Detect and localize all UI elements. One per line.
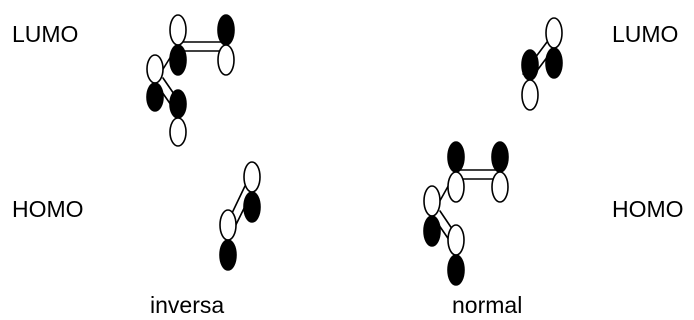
p-orbital: [217, 14, 235, 76]
orbital-lobe-empty: [217, 44, 235, 76]
caption-normal: normal: [452, 292, 522, 318]
orbital-lobe-empty: [521, 79, 539, 111]
orbital-lobe-filled: [491, 141, 509, 173]
caption-inversa: inversa: [150, 292, 224, 318]
orbital-lobe-empty: [169, 14, 187, 46]
homo-diene-right: [423, 141, 509, 286]
p-orbital: [447, 224, 465, 286]
panel-normal: LUMO HOMO normal: [423, 17, 684, 318]
orbital-lobe-filled: [521, 49, 539, 81]
panel-inversa: LUMO HOMO inversa: [12, 14, 261, 318]
orbital-lobe-filled: [146, 82, 164, 112]
orbital-lobe-filled: [169, 44, 187, 76]
orbital-lobe-filled: [169, 89, 187, 119]
homo-alkene-left: [219, 161, 261, 271]
label-lumo-right: LUMO: [612, 21, 678, 47]
p-orbital: [545, 17, 563, 79]
orbital-lobe-empty: [447, 171, 465, 203]
p-orbital: [521, 49, 539, 111]
orbital-lobe-empty: [423, 185, 441, 217]
orbital-lobe-filled: [447, 141, 465, 173]
orbital-lobe-empty: [243, 161, 261, 193]
p-orbital: [169, 14, 187, 76]
orbital-lobe-empty: [169, 117, 187, 147]
label-homo-right: HOMO: [612, 196, 684, 222]
orbital-lobe-filled: [545, 47, 563, 79]
lumo-diene-left: [146, 14, 235, 147]
orbital-lobe-empty: [146, 54, 164, 84]
p-orbital: [491, 141, 509, 203]
orbital-lobe-filled: [243, 191, 261, 223]
orbital-lobe-filled: [219, 239, 237, 271]
label-homo-left: HOMO: [12, 196, 84, 222]
p-orbital: [423, 185, 441, 247]
lumo-alkene-right: [521, 17, 563, 111]
orbital-lobe-empty: [219, 209, 237, 241]
orbital-lobe-empty: [491, 171, 509, 203]
p-orbital: [169, 89, 187, 147]
p-orbital: [219, 209, 237, 271]
orbital-lobe-filled: [423, 215, 441, 247]
orbital-lobe-empty: [447, 224, 465, 256]
orbital-lobe-filled: [217, 14, 235, 46]
p-orbital: [447, 141, 465, 203]
orbital-lobe-filled: [447, 254, 465, 286]
label-lumo-left: LUMO: [12, 21, 78, 47]
orbital-lobe-empty: [545, 17, 563, 49]
p-orbital: [146, 54, 164, 112]
p-orbital: [243, 161, 261, 223]
